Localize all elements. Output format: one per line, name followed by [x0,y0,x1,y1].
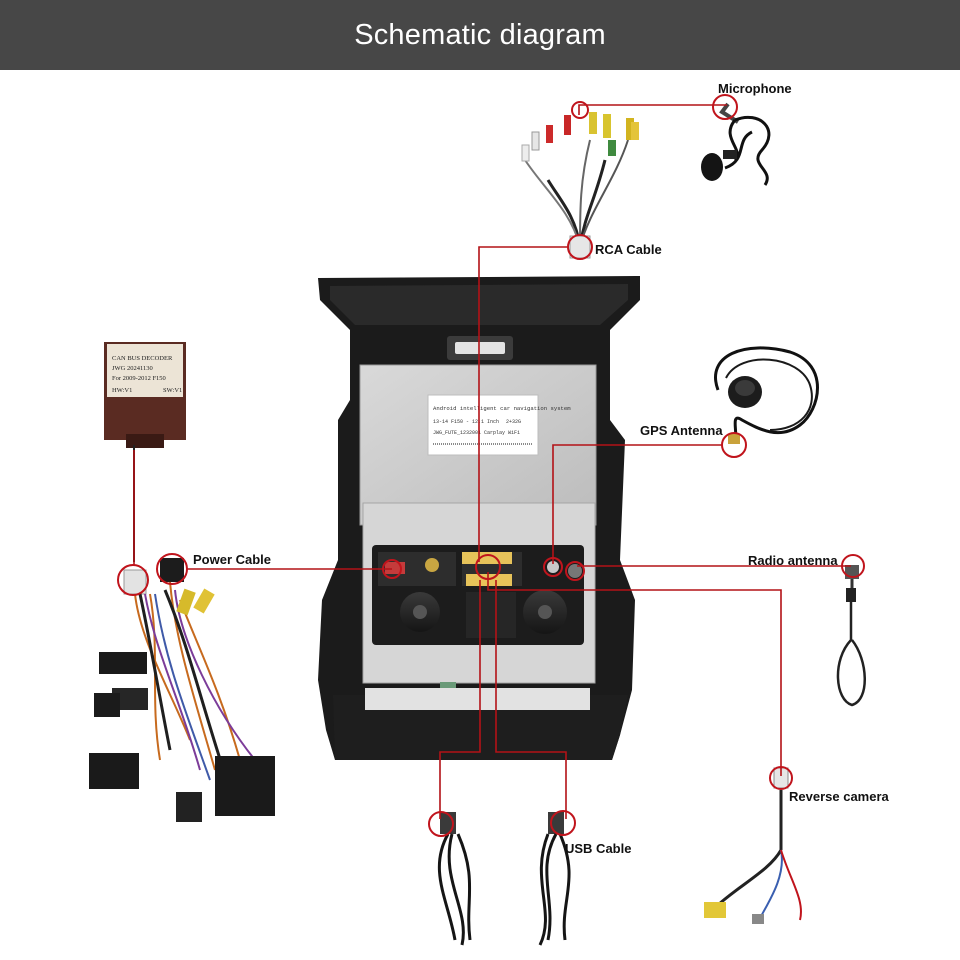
sticker-title: Android intelligent car navigation syste… [433,405,571,412]
marker-radio [841,554,865,578]
label-microphone: Microphone [718,81,792,96]
marker-unit-gps [543,557,563,577]
marker-usb-left [428,811,454,837]
decoder-line3: For 2009-2012 F150 [112,375,166,382]
decoder-line2: JWG 20241130 [112,365,153,372]
marker-microphone-plug [571,101,589,119]
marker-power-right [156,553,188,585]
label-radio-antenna: Radio antenna [748,553,838,568]
gps-antenna-icon [714,346,819,444]
header-bar: Schematic diagram [0,0,960,70]
label-rca-cable: RCA Cable [595,242,662,257]
connection-lines [133,104,851,819]
callout-markers [117,94,865,837]
cooling-fan-right [523,590,567,634]
rca-cable-icon [521,112,639,259]
decoder-line1: CAN BUS DECODER [112,355,173,362]
label-usb-cable: USB Cable [565,841,631,856]
decoder-sw: SW:V1 [163,387,182,394]
marker-camera [769,766,793,790]
marker-gps [721,432,747,458]
marker-power-left [117,564,149,596]
marker-usb-right [550,810,576,836]
power-harness-icon [89,558,275,822]
camera-cable-icon [704,767,802,924]
cooling-fan-left [400,592,440,632]
sticker-line1: 13-14 F150 - 12.1 Inch [433,419,499,425]
marker-unit-radio [565,561,585,581]
page-title: Schematic diagram [354,18,606,51]
marker-unit-power [382,559,402,579]
microphone-icon [701,102,771,186]
usb-cable-icon [437,812,472,946]
marker-rca [567,234,593,260]
marker-unit-rca [475,554,501,580]
label-reverse-camera: Reverse camera [789,789,890,804]
marker-microphone [712,94,738,120]
decoder-hw: HW:V1 [112,387,132,394]
label-power-cable: Power Cable [193,552,271,567]
sticker-line2: 2+32G [506,419,521,425]
decoder-box-icon: CAN BUS DECODER JWG 20241130 For 2009-20… [104,342,186,448]
radio-antenna-icon [836,565,866,707]
sticker-line3: JWG_FUTE_1232001 Carplay WiFi [433,430,520,436]
label-gps-antenna: GPS Antenna [640,423,723,438]
